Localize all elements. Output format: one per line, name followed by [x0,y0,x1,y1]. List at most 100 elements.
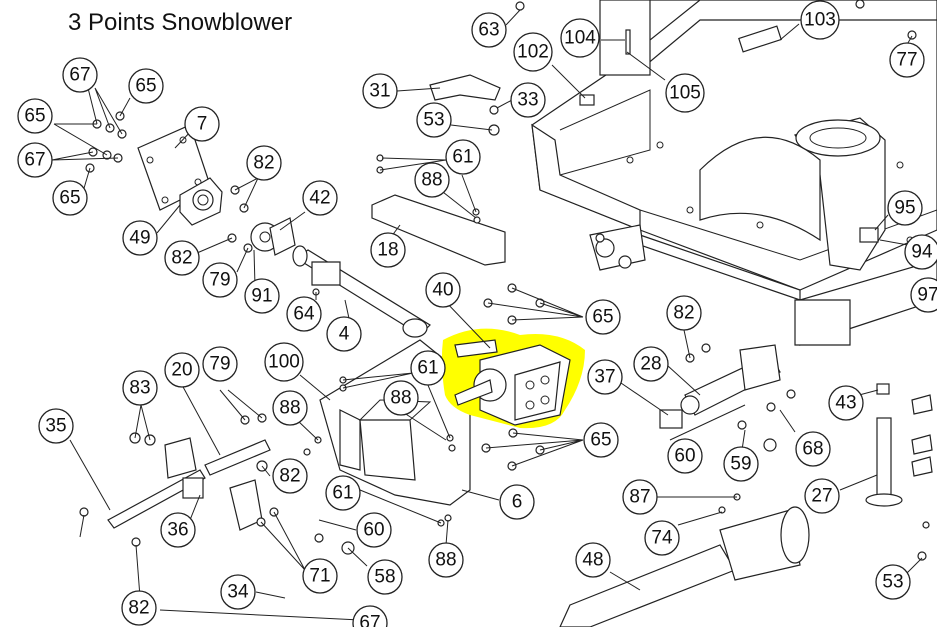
callout-43: 43 [828,385,864,421]
callout-105: 105 [665,73,705,113]
callout-34: 34 [220,574,256,610]
callout-87: 87 [622,479,658,515]
callout-label: 82 [171,248,192,269]
callout-82: 82 [666,295,702,331]
callout-64: 64 [286,296,322,332]
callout-88: 88 [383,380,419,416]
callout-18: 18 [370,232,406,268]
diagram-title: 3 Points Snowblower [68,9,292,36]
bracket [429,74,501,101]
callout-label: 27 [811,486,832,507]
callout-label: 53 [882,572,903,593]
callout-65: 65 [17,98,53,134]
callout-65: 65 [585,299,621,335]
callout-82: 82 [246,145,282,181]
clip-set [911,394,933,477]
callout-88: 88 [272,390,308,426]
callout-label: 87 [629,487,650,508]
callout-82: 82 [272,458,308,494]
callout-label: 6 [512,492,523,513]
callout-48: 48 [575,542,611,578]
callout-36: 36 [160,512,196,548]
callout-label: 49 [129,228,150,249]
callout-label: 28 [640,354,661,375]
callout-60: 60 [356,512,392,548]
callout-68: 68 [795,431,831,467]
callout-79: 79 [202,346,238,382]
callout-77: 77 [889,42,925,78]
callout-label: 105 [669,83,701,104]
callout-label: 18 [377,240,398,261]
callout-label: 67 [359,613,380,627]
callout-label: 65 [135,76,156,97]
callout-33: 33 [510,82,546,118]
callout-label: 20 [171,360,192,381]
callout-58: 58 [367,559,403,595]
jack-stand [865,417,903,507]
callout-102: 102 [513,32,553,72]
callout-label: 67 [69,65,90,86]
callout-67: 67 [17,142,53,178]
callout-label: 82 [279,466,300,487]
callout-label: 48 [582,550,603,571]
callout-label: 7 [197,114,208,135]
callout-63: 63 [471,12,507,48]
callout-label: 31 [369,81,390,102]
callout-label: 97 [917,285,937,306]
callout-label: 63 [478,20,499,41]
callout-65: 65 [583,422,619,458]
callout-label: 65 [24,106,45,127]
callout-label: 82 [128,598,149,619]
callout-label: 53 [423,110,444,131]
callout-label: 100 [268,352,300,373]
callout-79: 79 [202,262,238,298]
callout-label: 36 [167,520,188,541]
callout-label: 34 [227,582,249,603]
callout-label: 61 [332,483,353,504]
callout-61: 61 [410,350,446,386]
callout-label: 82 [673,303,694,324]
callout-label: 64 [293,304,315,325]
callout-label: 65 [592,307,613,328]
callout-label: 40 [432,280,453,301]
callout-100: 100 [264,342,304,382]
callout-label: 88 [390,388,411,409]
callout-label: 95 [894,198,915,219]
callout-7: 7 [184,106,220,142]
cover-plate [371,194,506,266]
callout-53: 53 [875,564,911,600]
callout-91: 91 [244,278,280,314]
callout-88: 88 [428,542,464,578]
gearbox-highlighted [441,328,585,429]
shaft [292,245,431,338]
callout-label: 88 [435,550,456,571]
callout-label: 43 [835,393,856,414]
callout-27: 27 [804,478,840,514]
link [204,439,271,476]
callout-6: 6 [499,484,535,520]
callout-61: 61 [445,139,481,175]
callout-label: 35 [45,416,66,437]
callout-31: 31 [362,73,398,109]
callout-label: 37 [594,367,615,388]
callout-label: 58 [374,567,395,588]
callout-28: 28 [633,346,669,382]
callout-label: 4 [339,324,350,345]
callout-59: 59 [723,446,759,482]
callout-label: 65 [590,430,611,451]
callout-37: 37 [587,359,623,395]
callout-4: 4 [326,316,362,352]
callout-74: 74 [644,520,680,556]
callout-label: 88 [421,170,442,191]
callout-65: 65 [52,180,88,216]
callout-label: 42 [309,188,330,209]
callout-label: 103 [804,10,836,31]
callout-82: 82 [164,240,200,276]
callout-label: 104 [564,28,596,49]
callout-40: 40 [425,272,461,308]
callout-20: 20 [164,352,200,388]
callout-35: 35 [38,408,74,444]
fasteners [79,0,930,561]
